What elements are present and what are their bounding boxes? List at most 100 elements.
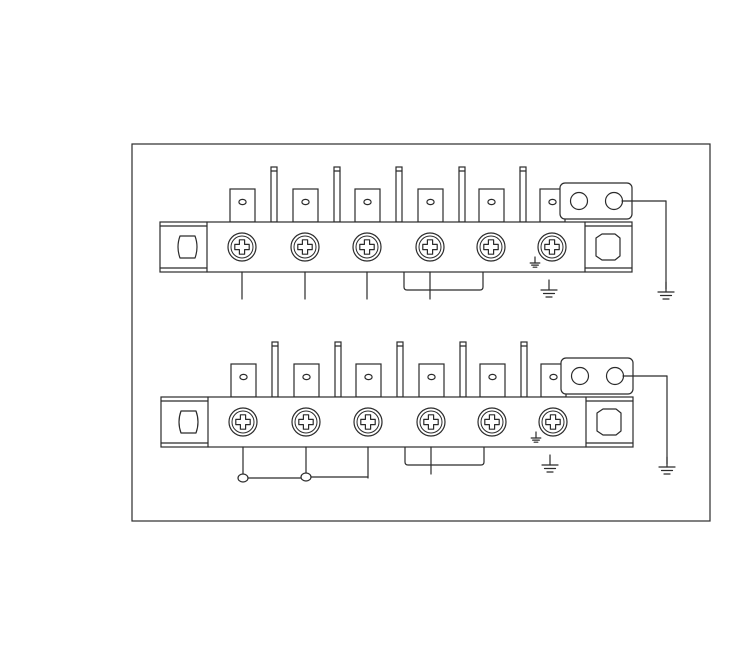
phillips-screw-icon [416,407,446,437]
spade-tab-body [478,188,505,223]
spade-tab [229,188,256,223]
screw-cross-slot [235,414,251,430]
diagram-frame [131,143,711,522]
phillips-screw-icon [352,232,382,262]
spade-tab-body [230,363,257,398]
bridge-wire [404,447,485,466]
wire-junction [300,472,312,482]
spade-tab-hole [302,373,311,381]
spade-tab [418,363,445,398]
spade-tab-hole [426,198,435,206]
spade-tab-hole [548,198,557,206]
terminal-pin [334,341,342,398]
ground-symbol-icon [658,456,676,475]
phillips-screw-icon [476,232,506,262]
terminal-pin [395,166,403,223]
terminal-block-bottom [160,341,676,483]
mounting-slot-left [178,410,199,434]
screw-cross-slot [298,414,314,430]
ground-symbol-icon [530,431,542,443]
spade-tab-hole [238,198,247,206]
ground-symbol-icon [540,279,558,298]
terminal-pin [520,341,528,398]
spade-tab-hole [364,373,373,381]
ground-tab-hole [605,366,625,386]
terminal-pin-body [458,166,466,223]
ground-symbol-icon [657,281,675,300]
spade-tab-body [417,188,444,223]
spade-tab [417,188,444,223]
spade-tab-body [293,363,320,398]
screw-cross-slot [544,239,560,255]
terminal-pin [270,166,278,223]
terminal-pin [458,166,466,223]
phillips-screw-icon [477,407,507,437]
spade-tab-body [479,363,506,398]
mounting-hex-right [596,408,622,436]
terminal-pin-body [519,166,527,223]
spade-tab-hole [488,373,497,381]
ground-tab-hole [604,191,624,211]
terminal-pin [459,341,467,398]
spade-tab-body [354,188,381,223]
terminal-block-top [159,166,675,300]
terminal-pin [333,166,341,223]
terminal-pin-body [520,341,528,398]
screw-cross-slot [359,239,375,255]
wire-junction [237,473,249,483]
ground-symbol-icon [529,256,541,268]
screw-cross-slot [545,414,561,430]
phillips-screw-icon [290,232,320,262]
spade-tab [292,188,319,223]
spade-tab-body [355,363,382,398]
spade-tab-body [418,363,445,398]
bridge-wire [403,272,484,291]
terminal-pin [271,341,279,398]
ground-tab [560,357,634,395]
spade-tab [230,363,257,398]
spade-tab [479,363,506,398]
terminal-pin-body [459,341,467,398]
spade-tab [355,363,382,398]
screw-cross-slot [297,239,313,255]
terminal-pin-body [271,341,279,398]
spade-tab-hole [549,373,558,381]
mounting-hex-right [595,233,621,261]
screw-cross-slot [484,414,500,430]
spade-tab [354,188,381,223]
phillips-screw-icon [415,232,445,262]
ground-tab-hole [570,366,590,386]
spade-tab-hole [301,198,310,206]
screw-cross-slot [234,239,250,255]
ground-tab-hole [569,191,589,211]
spade-tab-body [229,188,256,223]
phillips-screw-icon [537,232,567,262]
screw-cross-slot [360,414,376,430]
ground-symbol-icon [541,454,559,473]
screw-cross-slot [422,239,438,255]
phillips-screw-icon [291,407,321,437]
terminal-pin-body [270,166,278,223]
spade-tab-hole [363,198,372,206]
screw-cross-slot [483,239,499,255]
phillips-screw-icon [228,407,258,437]
spade-tab [478,188,505,223]
phillips-screw-icon [538,407,568,437]
spade-tab [293,363,320,398]
terminal-pin-body [395,166,403,223]
terminal-pin-body [396,341,404,398]
terminal-pin-body [333,166,341,223]
screw-cross-slot [423,414,439,430]
terminal-pin [519,166,527,223]
terminal-pin [396,341,404,398]
ground-tab [559,182,633,220]
spade-tab-body [292,188,319,223]
mounting-slot-left [177,235,198,259]
spade-tab-hole [239,373,248,381]
phillips-screw-icon [227,232,257,262]
spade-tab-hole [487,198,496,206]
spade-tab-hole [427,373,436,381]
terminal-pin-body [334,341,342,398]
